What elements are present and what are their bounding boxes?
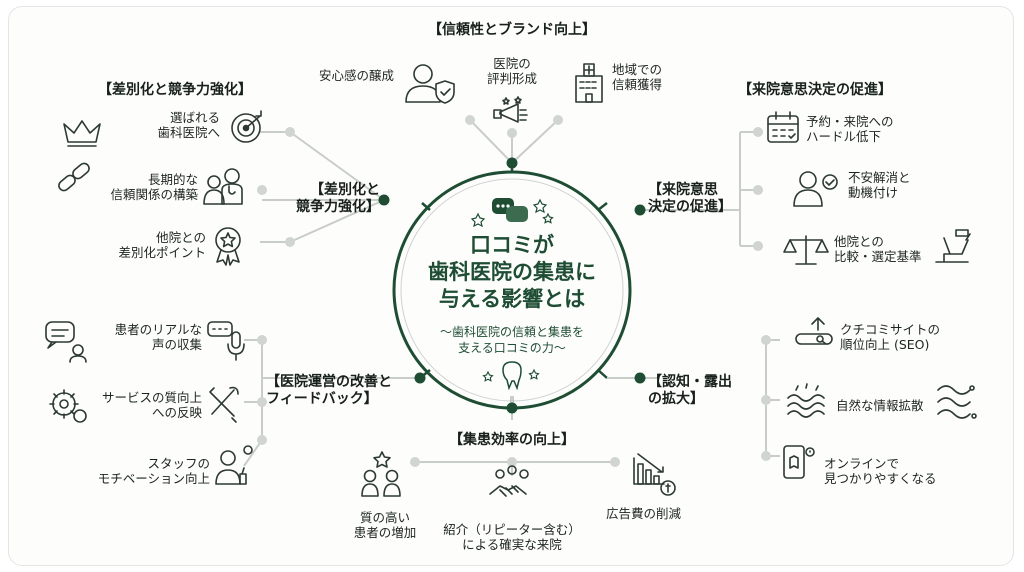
cost-down-chart-icon [633, 453, 676, 496]
operation-inner-label: 【医院運営の改善と フィードバック】 [266, 374, 392, 407]
operation-item-3: スタッフの モチベーション向上 [97, 456, 210, 486]
trust-header: 【信頼性とブランド向上】 [428, 22, 596, 38]
awareness-inner-label: 【認知・露出 の拡大】 [648, 374, 732, 407]
hospital-building-icon [575, 63, 603, 103]
person-check-icon [793, 171, 838, 207]
center-subtitle-line-2: 支える口コミの力〜 [458, 341, 566, 356]
calendar-icon [767, 111, 799, 143]
dental-chair-icon [935, 229, 971, 263]
speech-bubbles-icon [492, 198, 528, 222]
doctor-patient-icon [203, 168, 243, 205]
tools-icon [209, 386, 239, 423]
trust-item-2: 医院の 評判形成 [486, 56, 537, 86]
staff-thumbs-up-icon [215, 445, 253, 485]
crown-icon [63, 120, 101, 147]
diffusion-icon [937, 385, 977, 419]
efficiency-header: 【集患効率の向上】 [449, 432, 575, 448]
sparkle-icon [470, 198, 554, 228]
gear-icon [49, 389, 87, 423]
handshake-icon [489, 465, 529, 497]
award-medal-icon [215, 227, 241, 266]
efficiency-item-3: 広告費の削減 [606, 506, 682, 521]
person-shield-icon [405, 64, 455, 104]
awareness-item-3: オンラインで 見つかりやすくなる [824, 456, 937, 486]
center-subtitle-line-1: 〜歯科医院の信頼と集患を [439, 325, 584, 339]
tooth-icon [502, 361, 522, 391]
microphone-icon [207, 321, 245, 361]
visit-item-1: 予約・来院への ハードル低下 [806, 114, 894, 144]
operation-item-2: サービスの質向上 への反映 [101, 390, 202, 420]
visit-header: 【来院意思決定の促進】 [738, 82, 892, 98]
trust-item-1: 安心感の醸成 [318, 68, 394, 83]
center-title-line-2: 歯科医院の集患に [428, 259, 596, 284]
diff-inner-label: 【差別化と 競争力強化】 [296, 182, 380, 215]
center-subtitle: 〜歯科医院の信頼と集患を 支える口コミの力〜 [412, 324, 612, 356]
visit-inner-label: 【来院意思 決定の促進】 [648, 182, 732, 215]
search-rank-icon [795, 317, 833, 345]
center-title-line-1: 口コミが [470, 233, 554, 257]
chain-link-icon [58, 162, 90, 192]
target-icon [231, 110, 262, 143]
visit-item-2: 不安解消と 動機付け [848, 170, 911, 200]
efficiency-item-2: 紹介（リピーター含む） による確実な来院 [443, 522, 581, 552]
balance-scale-icon [783, 235, 829, 265]
patients-star-icon [361, 451, 401, 497]
diff-item-2: 長期的な 信頼関係の構築 [110, 172, 198, 202]
phone-map-icon [783, 445, 815, 479]
diff-header: 【差別化と競争力強化】 [98, 82, 252, 98]
awareness-item-1: クチコミサイトの 順位向上 (SEO) [840, 322, 941, 352]
waves-icon [787, 383, 825, 418]
operation-item-1: 患者のリアルな 声の収集 [114, 322, 202, 352]
awareness-item-2: 自然な情報拡散 [836, 398, 924, 413]
visit-item-3: 他院との 比較・選定基準 [834, 234, 922, 264]
efficiency-item-1: 質の高い 患者の増加 [353, 510, 417, 540]
center-title-line-3: 与える影響とは [438, 286, 586, 311]
center-title: 口コミが 歯科医院の集患に 与える影響とは [412, 232, 612, 313]
chat-bubble-icon [45, 321, 87, 363]
megaphone-icon [493, 96, 528, 123]
diff-item-1: 選ばれる 歯科医院へ [157, 110, 220, 140]
diff-item-3: 他院との 差別化ポイント [118, 230, 206, 260]
trust-item-3: 地域での 信頼獲得 [612, 62, 663, 92]
